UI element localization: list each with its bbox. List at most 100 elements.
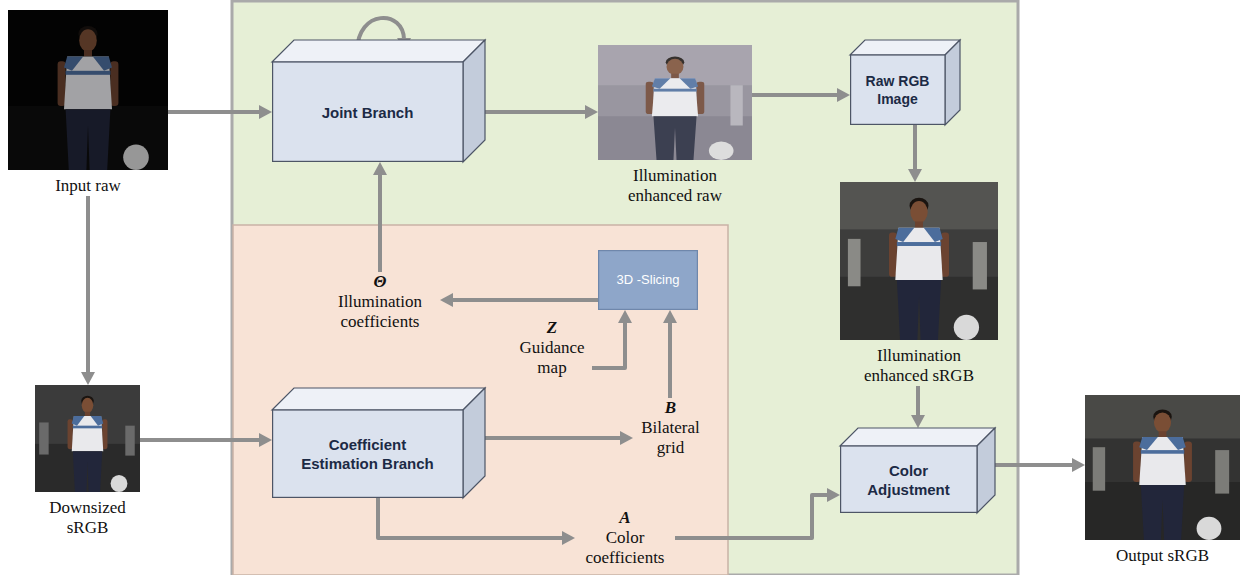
box-side (945, 40, 960, 125)
pink-panel (233, 225, 728, 575)
photo-frame (8, 10, 168, 170)
photo-enhanced-raw (598, 45, 752, 160)
box-face: Raw RGB Image (850, 55, 945, 125)
box-top (272, 40, 485, 62)
symbol-label: Z (516, 318, 588, 338)
guidance-label: ZGuidance map (512, 318, 592, 378)
connector-line (916, 386, 920, 417)
pillar (973, 242, 987, 289)
box-face: Color Adjustment (840, 446, 977, 513)
photo-ground (35, 385, 140, 492)
pillar (848, 239, 861, 286)
connector-line (592, 321, 625, 368)
photo-caption: Illumination enhanced raw (615, 166, 735, 206)
box-front (273, 410, 463, 497)
process-box: Raw RGB Image (850, 40, 960, 125)
connector-line (675, 495, 829, 538)
grid-label: BBilateral grid (633, 398, 708, 458)
green-panel (232, 1, 1018, 575)
connector (911, 386, 925, 428)
coefficient-label: AColor coefficients (575, 508, 675, 568)
box-label: Raw RGB Image (860, 72, 935, 108)
box-label: Color Adjustment (854, 461, 964, 499)
connector (81, 196, 95, 385)
person (68, 396, 128, 492)
box-side (463, 388, 485, 498)
connector (440, 293, 598, 307)
photo-downsized (35, 385, 140, 492)
process-box: Color Adjustment (840, 428, 995, 513)
connector (140, 433, 272, 447)
connector (168, 105, 272, 119)
photo-ground (598, 45, 752, 160)
box-front (851, 55, 945, 124)
box-front (599, 251, 698, 310)
connector-line (378, 498, 564, 538)
pillar (1215, 450, 1229, 494)
connector-line (668, 321, 672, 398)
process-box: Joint Branch (272, 40, 485, 162)
box-face: Joint Branch (272, 62, 463, 162)
photo-caption: Input raw (18, 176, 158, 196)
coefficient-label: ΘIllumination coefficients (320, 272, 440, 332)
box-side (463, 40, 485, 162)
connector-line (378, 173, 382, 272)
photo-caption: Output sRGB (1093, 546, 1233, 566)
connector (485, 105, 598, 119)
input-photo: Downsized sRGB (35, 385, 140, 538)
photo-frame (1085, 395, 1240, 540)
box-side (977, 428, 995, 513)
pillar (39, 422, 48, 454)
photo-caption: Downsized sRGB (38, 498, 138, 538)
box-top (840, 428, 995, 446)
photo-enhanced-srgb (840, 182, 998, 340)
photo-caption: Illumination enhanced sRGB (859, 346, 979, 386)
connector-line (451, 298, 598, 302)
box-label: Coefficient Estimation Branch (293, 435, 443, 473)
photo-glow (598, 45, 752, 160)
label-text: Color coefficients (579, 528, 671, 568)
box-top (850, 40, 960, 55)
connector-line (86, 196, 90, 374)
box-face: Coefficient Estimation Branch (272, 410, 463, 498)
person (1133, 410, 1221, 541)
output-photo: Illumination enhanced sRGB (840, 182, 998, 386)
photo-input-raw (8, 10, 168, 170)
pillar (125, 426, 134, 456)
label-text: Bilateral grid (637, 418, 704, 458)
label-text: Illumination coefficients (325, 292, 435, 332)
process-box: Coefficient Estimation Branch (272, 388, 485, 498)
connector (752, 88, 850, 102)
connector (995, 458, 1085, 472)
photo-shade (8, 10, 168, 170)
box-front (841, 446, 977, 512)
connector-line (913, 125, 917, 171)
box-face: 3D -Slicing (598, 250, 698, 310)
slicing-box: 3D -Slicing (598, 250, 698, 310)
connector-line (485, 110, 587, 114)
connector-line (752, 93, 839, 97)
photo-frame (35, 385, 140, 492)
connector (373, 162, 387, 272)
connector (592, 310, 632, 368)
connector (675, 488, 840, 538)
photo-ground (8, 10, 168, 170)
box-label: 3D -Slicing (617, 272, 680, 288)
symbol-label: Θ (325, 272, 435, 292)
connector-line (140, 438, 261, 442)
output-photo: Output sRGB (1085, 395, 1240, 566)
output-photo: Illumination enhanced raw (598, 45, 752, 206)
photo-frame (840, 182, 998, 340)
connector-line (168, 110, 261, 114)
symbol-label: A (579, 508, 671, 528)
symbol-label: B (637, 398, 704, 418)
person (889, 198, 979, 340)
connector (908, 125, 922, 182)
connector (663, 310, 677, 398)
connector-line (485, 436, 622, 440)
photo-ground (1085, 395, 1240, 540)
box-top (272, 388, 485, 410)
connector (378, 498, 575, 545)
photo-frame (598, 45, 752, 160)
photo-ground (840, 182, 998, 340)
